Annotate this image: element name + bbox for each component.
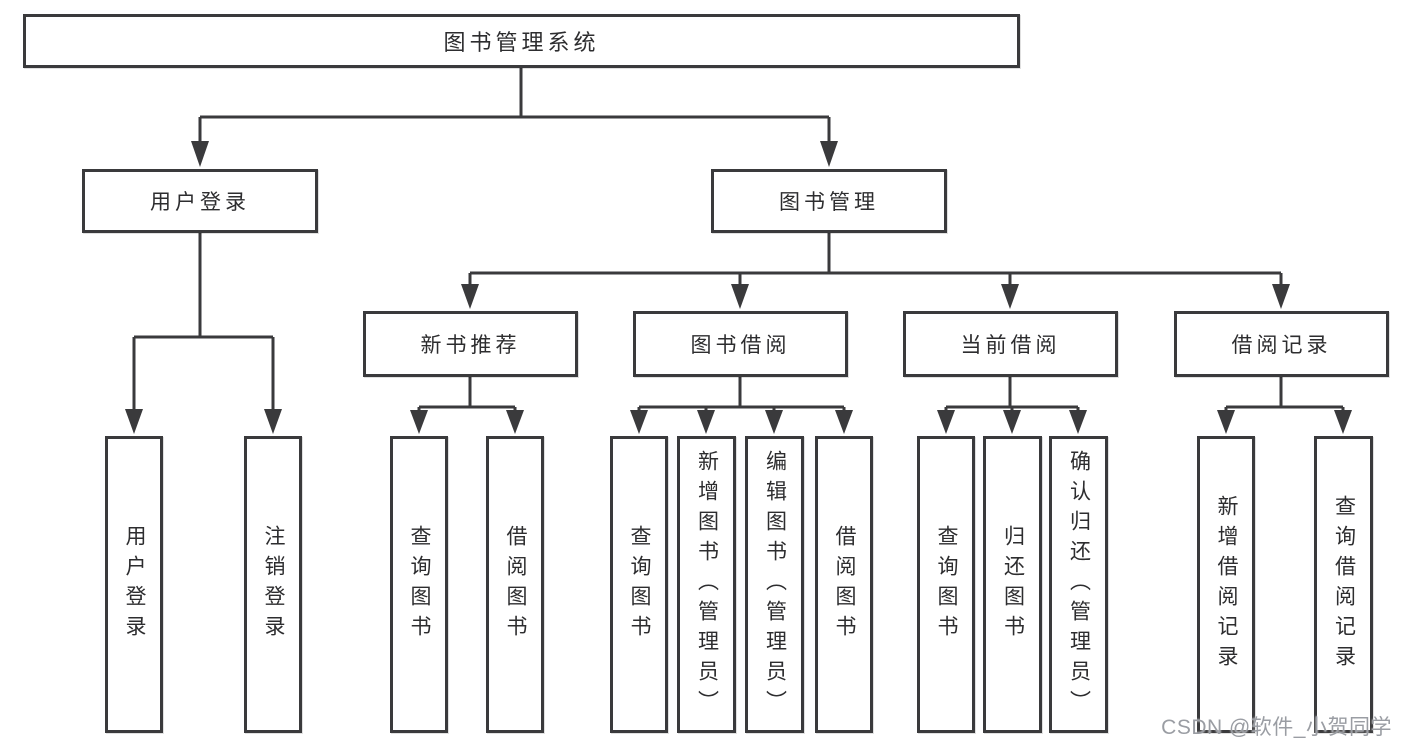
connector-user-login-branch bbox=[125, 233, 282, 434]
leaf-add-borrow-record: 新增借阅记录 bbox=[1197, 436, 1255, 733]
connector-current-borrow-branch bbox=[937, 377, 1087, 434]
connector-book-management-branch bbox=[461, 233, 1290, 309]
leaf-add-book-admin: 新增图书（管理员） bbox=[677, 436, 736, 733]
leaf-query-borrow-record: 查询借阅记录 bbox=[1314, 436, 1373, 733]
node-current-borrow: 当前借阅 bbox=[903, 311, 1118, 377]
node-root: 图书管理系统 bbox=[23, 14, 1020, 68]
leaf-query-books-current: 查询图书 bbox=[917, 436, 975, 733]
connector-book-borrow-branch bbox=[630, 377, 853, 434]
node-borrow-records: 借阅记录 bbox=[1174, 311, 1389, 377]
node-book-borrow: 图书借阅 bbox=[633, 311, 848, 377]
connector-root-branch bbox=[191, 68, 838, 167]
leaf-logout: 注销登录 bbox=[244, 436, 302, 733]
leaf-borrow-books-recommend: 借阅图书 bbox=[486, 436, 544, 733]
node-book-management: 图书管理 bbox=[711, 169, 947, 233]
node-new-book-recommend: 新书推荐 bbox=[363, 311, 578, 377]
leaf-confirm-return-admin: 确认归还（管理员） bbox=[1049, 436, 1108, 733]
leaf-edit-book-admin: 编辑图书（管理员） bbox=[745, 436, 804, 733]
leaf-user-login: 用户登录 bbox=[105, 436, 163, 733]
csdn-watermark: CSDN @软件_小贺同学 bbox=[1161, 716, 1392, 739]
leaf-query-books-recommend: 查询图书 bbox=[390, 436, 448, 733]
node-user-login: 用户登录 bbox=[82, 169, 318, 233]
connector-borrow-records-branch bbox=[1217, 377, 1352, 434]
connector-new-book-branch bbox=[410, 377, 524, 434]
leaf-query-books-borrow: 查询图书 bbox=[610, 436, 668, 733]
leaf-borrow-books: 借阅图书 bbox=[815, 436, 873, 733]
leaf-return-book: 归还图书 bbox=[983, 436, 1042, 733]
